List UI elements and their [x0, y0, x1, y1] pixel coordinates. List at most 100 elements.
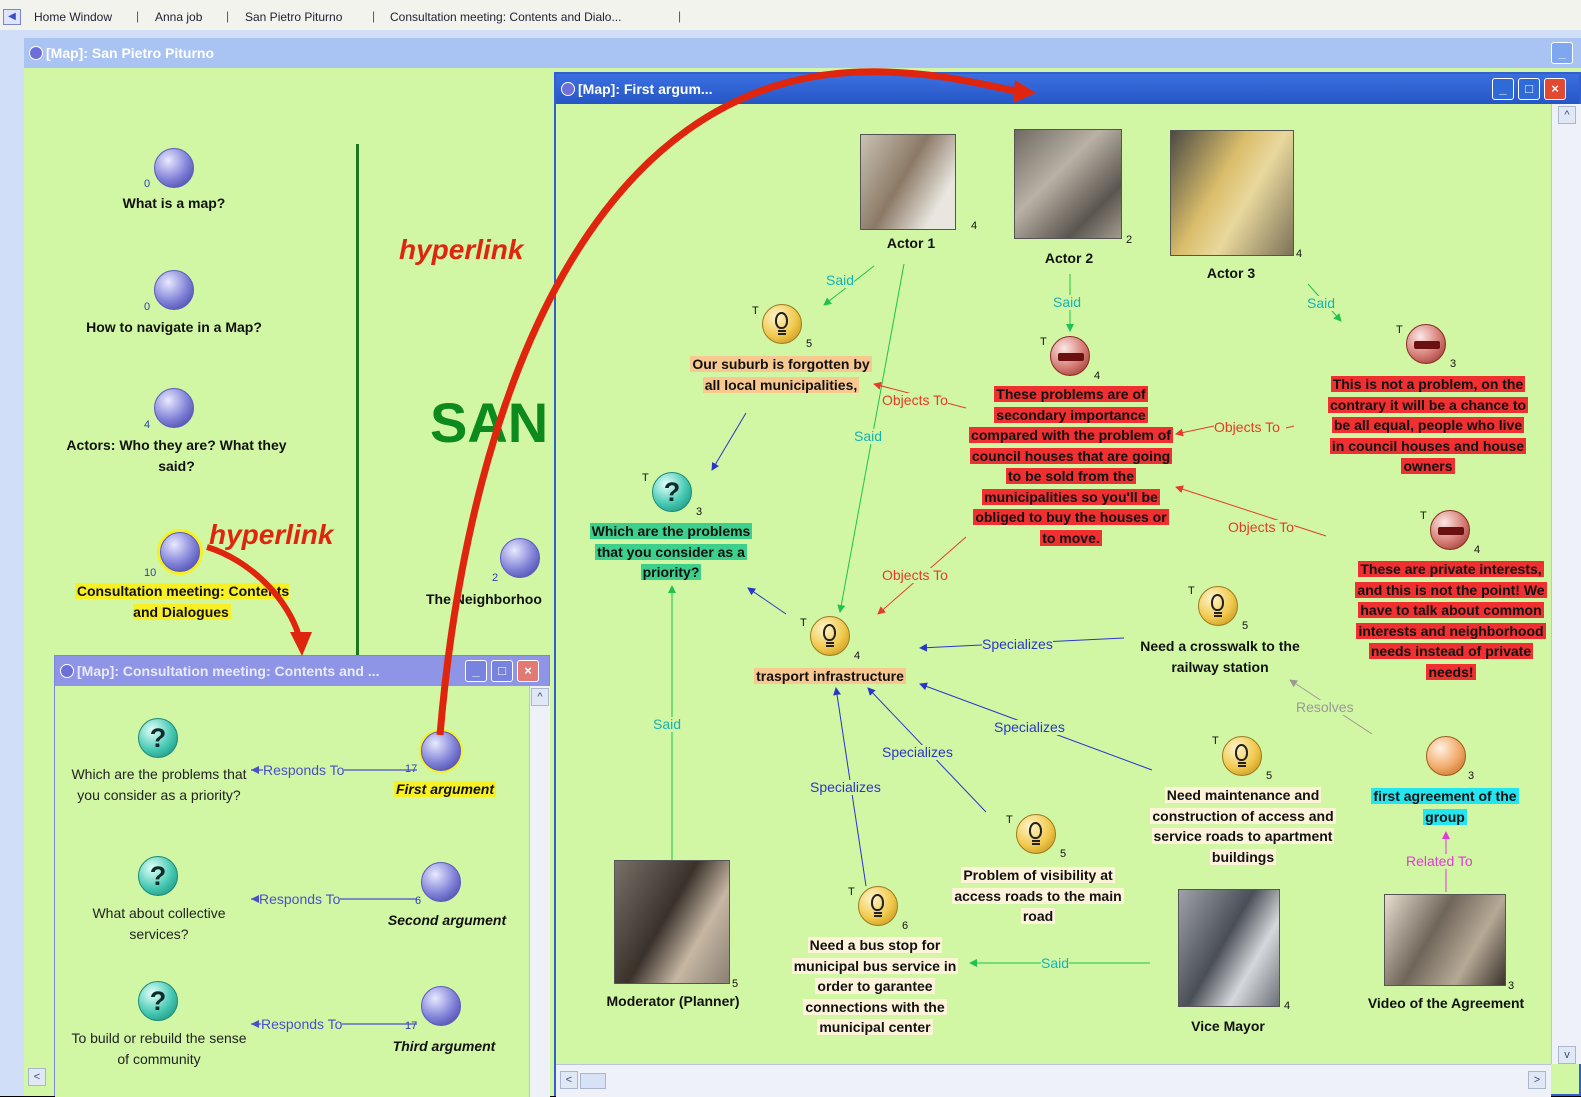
actor-photo[interactable]	[1014, 129, 1122, 239]
idea-lightbulb-icon[interactable]	[1222, 736, 1262, 776]
actor-photo[interactable]	[1178, 889, 1280, 1007]
question-node-icon[interactable]: ?	[138, 856, 178, 896]
idea-lightbulb-icon[interactable]	[1198, 586, 1238, 626]
node-label[interactable]: Actors: Who they are? What they said?	[66, 437, 287, 474]
close-button[interactable]: ×	[1544, 78, 1566, 100]
node-count: 0	[144, 178, 151, 190]
question-label[interactable]: Which are the problems that you consider…	[71, 766, 247, 803]
actor-label[interactable]: Actor 1	[886, 235, 936, 251]
back-arrow-icon[interactable]: ◀	[3, 9, 21, 25]
scroll-left-button[interactable]: <	[28, 1068, 46, 1086]
node-count: 2	[1126, 234, 1133, 246]
question-node-icon[interactable]: ?	[138, 981, 178, 1021]
actor-photo[interactable]	[860, 134, 956, 230]
idea-lightbulb-icon[interactable]	[762, 304, 802, 344]
argument-label[interactable]: First argument	[393, 781, 496, 797]
node-count: 17	[405, 763, 418, 775]
tag-t: T	[800, 617, 807, 629]
node-count: 10	[144, 567, 157, 579]
argument-node-icon[interactable]	[421, 862, 461, 902]
node-label[interactable]: How to navigate in a Map?	[86, 319, 262, 335]
video-thumbnail[interactable]	[1384, 894, 1506, 986]
tag-t: T	[642, 472, 649, 484]
con-minus-icon[interactable]	[1050, 336, 1090, 376]
scroll-up-button[interactable]: ^	[531, 688, 549, 706]
scroll-left-button[interactable]: <	[560, 1071, 578, 1089]
idea-label[interactable]: Problem of visibility at access roads to…	[952, 867, 1124, 924]
scroll-up-button[interactable]: ^	[1558, 106, 1576, 124]
vertical-scrollbar[interactable]: ^ v	[1551, 104, 1581, 1064]
actor-label[interactable]: Actor 3	[1206, 265, 1256, 281]
idea-lightbulb-icon[interactable]	[858, 886, 898, 926]
node-count: 4	[1474, 544, 1481, 556]
idea-lightbulb-icon[interactable]	[810, 616, 850, 656]
con-label[interactable]: This is not a problem, on the contrary i…	[1328, 376, 1529, 474]
con-label[interactable]: These are private interests, and this is…	[1355, 561, 1547, 680]
tab-consultation-meeting[interactable]: Consultation meeting: Contents and Dialo…	[390, 10, 622, 24]
window-titlebar[interactable]: [Map]: First argum... _ □ ×	[556, 74, 1579, 104]
node-label[interactable]: What is a map?	[122, 195, 226, 211]
map-node-icon[interactable]	[500, 538, 540, 578]
node-count: 0	[144, 301, 151, 313]
idea-label[interactable]: Our suburb is forgotten by all local mun…	[690, 356, 872, 393]
actor-photo[interactable]	[614, 860, 730, 984]
tag-t: T	[1212, 735, 1219, 747]
minimize-button[interactable]: _	[465, 660, 487, 682]
con-minus-icon[interactable]	[1430, 510, 1470, 550]
close-button[interactable]: ×	[517, 660, 539, 682]
actor-label[interactable]: Actor 2	[1044, 250, 1094, 266]
edge-label-objects-to: Objects To	[882, 392, 948, 408]
node-count: 5	[1266, 770, 1273, 782]
node-count: 5	[732, 978, 739, 990]
actor-label[interactable]: Moderator (Planner)	[606, 993, 740, 1009]
edge-label-responds-to: Responds To	[263, 762, 345, 778]
actor-label[interactable]: Vice Mayor	[1191, 1018, 1265, 1034]
map-node-icon[interactable]	[154, 148, 194, 188]
idea-label[interactable]: Need a crosswalk to the railway station	[1140, 638, 1300, 675]
edge-label-specializes: Specializes	[810, 779, 881, 795]
tag-t: T	[1040, 336, 1047, 348]
maximize-button[interactable]: □	[1518, 78, 1540, 100]
edge-label-resolves: Resolves	[1296, 699, 1354, 715]
argument-label[interactable]: Second argument	[387, 912, 507, 928]
idea-label[interactable]: Need a bus stop for municipal bus servic…	[791, 937, 959, 1035]
horizontal-scrollbar[interactable]: < >	[556, 1064, 1551, 1097]
edge-label-objects-to: Objects To	[882, 567, 948, 583]
argument-label[interactable]: Third argument	[392, 1038, 496, 1054]
con-label[interactable]: These problems are of secondary importan…	[969, 386, 1173, 546]
maximize-button[interactable]: □	[491, 660, 513, 682]
actor-photo[interactable]	[1170, 130, 1294, 256]
scroll-down-button[interactable]: v	[1558, 1046, 1576, 1064]
argument-node-icon[interactable]	[421, 986, 461, 1026]
tab-anna-job[interactable]: Anna job	[155, 10, 203, 24]
map-node-icon[interactable]	[160, 532, 200, 572]
question-node-icon[interactable]: ?	[138, 718, 178, 758]
map-window-icon	[561, 82, 575, 96]
map-node-icon[interactable]	[154, 388, 194, 428]
window-titlebar[interactable]: [Map]: Consultation meeting: Contents an…	[55, 656, 549, 686]
question-label[interactable]: To build or rebuild the sense of communi…	[71, 1030, 247, 1067]
node-count: 6	[902, 920, 909, 932]
edge-label-specializes: Specializes	[882, 744, 953, 760]
tab-san-pietro-piturno[interactable]: San Pietro Piturno	[245, 10, 343, 24]
con-minus-icon[interactable]	[1406, 324, 1446, 364]
minimize-button[interactable]: _	[1551, 42, 1573, 64]
scroll-right-button[interactable]: >	[1528, 1071, 1546, 1089]
node-label-highlighted[interactable]: Consultation meeting: Contents and Dialo…	[74, 583, 290, 620]
idea-label[interactable]: Need maintenance and construction of acc…	[1150, 787, 1336, 865]
question-node-icon[interactable]: ?	[652, 472, 692, 512]
handshake-icon[interactable]	[1426, 736, 1466, 776]
window-titlebar[interactable]: [Map]: San Pietro Piturno _	[24, 38, 1581, 68]
question-label[interactable]: What about collective services?	[92, 905, 226, 942]
scroll-thumb[interactable]	[580, 1073, 606, 1089]
idea-lightbulb-icon[interactable]	[1016, 814, 1056, 854]
map-node-icon[interactable]	[154, 270, 194, 310]
tab-home-window[interactable]: Home Window	[34, 10, 113, 24]
agreement-label[interactable]: first agreement of the group	[1371, 788, 1519, 825]
edge-label-said: Said	[1041, 955, 1070, 971]
vertical-scrollbar[interactable]: ^	[529, 686, 550, 1097]
minimize-button[interactable]: _	[1492, 78, 1514, 100]
idea-label[interactable]: trasport infrastructure	[754, 668, 906, 684]
actor-label[interactable]: Video of the Agreement	[1367, 995, 1525, 1011]
question-label[interactable]: Which are the problems that you consider…	[589, 523, 753, 580]
